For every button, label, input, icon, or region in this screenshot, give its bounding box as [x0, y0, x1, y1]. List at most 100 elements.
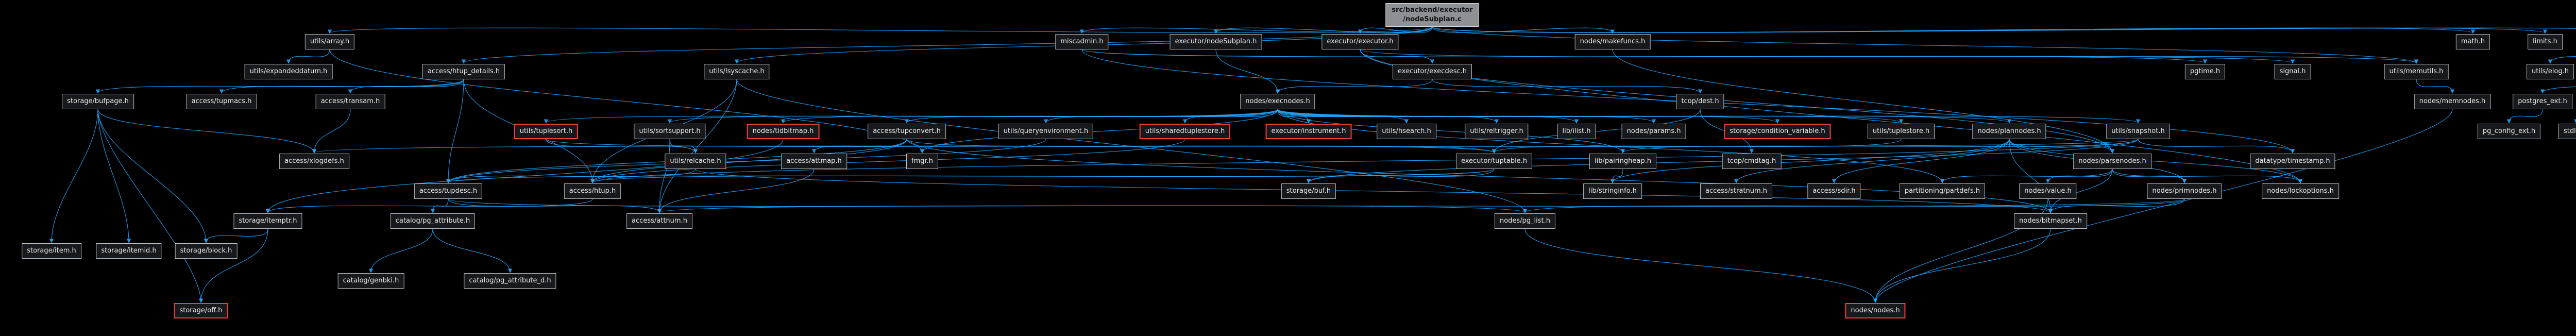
graph-edge-root-to-makefuncs	[1432, 26, 1615, 34]
graph-node-bufpage[interactable]: storage/bufpage.h	[62, 94, 134, 109]
graph-node-pg_list[interactable]: nodes/pg_list.h	[1494, 213, 1556, 229]
graph-node-block[interactable]: storage/block.h	[175, 243, 238, 259]
graph-node-elog[interactable]: utils/elog.h	[2527, 64, 2574, 79]
graph-node-array[interactable]: utils/array.h	[304, 34, 355, 49]
graph-edge-tupdesc-to-attnum	[448, 198, 662, 213]
graph-node-dest[interactable]: tcop/dest.h	[1676, 94, 1724, 109]
graph-edge-postgres-to-elog	[2548, 56, 2576, 64]
graph-node-limits[interactable]: limits.h	[2528, 34, 2563, 49]
graph-node-attmap[interactable]: access/attmap.h	[781, 154, 847, 169]
graph-edge-dest-to-tuptable	[1492, 109, 1701, 154]
graph-node-snapshot[interactable]: utils/snapshot.h	[2106, 124, 2170, 139]
graph-node-tuptable[interactable]: executor/tuptable.h	[1455, 154, 1533, 169]
graph-node-value[interactable]: nodes/value.h	[2019, 183, 2077, 199]
graph-node-bitmapset[interactable]: nodes/bitmapset.h	[2014, 213, 2087, 229]
graph-edge-bufpage-to-block	[97, 109, 209, 243]
graph-node-makefuncs[interactable]: nodes/makefuncs.h	[1574, 34, 1651, 49]
graph-node-expandeddatum[interactable]: utils/expandeddatum.h	[244, 64, 333, 79]
graph-node-htup_details[interactable]: access/htup_details.h	[422, 64, 505, 79]
graph-node-relcache[interactable]: utils/relcache.h	[665, 154, 726, 169]
graph-edge-queryenvironment-to-tupdesc	[446, 139, 1046, 183]
graph-node-parsenodes[interactable]: nodes/parsenodes.h	[2073, 154, 2151, 169]
graph-node-miscadmin[interactable]: miscadmin.h	[1055, 34, 1109, 49]
graph-node-tuplesort[interactable]: utils/tuplesort.h	[514, 124, 579, 139]
graph-node-primnodes[interactable]: nodes/primnodes.h	[2147, 183, 2222, 199]
graph-node-xlogdefs[interactable]: access/xlogdefs.h	[279, 154, 349, 169]
graph-node-genbki[interactable]: catalog/genbki.h	[337, 273, 404, 289]
graph-edge-plannodes-to-parsenodes	[2009, 139, 2115, 154]
graph-node-fmgr[interactable]: fmgr.h	[906, 154, 939, 169]
graph-node-memnodes[interactable]: nodes/memnodes.h	[2414, 94, 2491, 109]
graph-edge-sortsupport-to-relcache	[669, 139, 698, 154]
graph-node-lsyscache[interactable]: utils/lsyscache.h	[704, 64, 770, 79]
graph-node-postgres_ext[interactable]: postgres_ext.h	[2513, 94, 2572, 109]
graph-edge-itemptr-to-block	[204, 228, 268, 243]
graph-node-itemid[interactable]: storage/itemid.h	[96, 243, 162, 259]
graph-node-queryenvironment[interactable]: utils/queryenvironment.h	[998, 124, 1094, 139]
graph-node-hsearch[interactable]: utils/hsearch.h	[1377, 124, 1436, 139]
graph-node-plannodes[interactable]: nodes/plannodes.h	[1972, 124, 2046, 139]
graph-edge-execdesc-to-dest	[1432, 79, 1703, 94]
graph-node-executor_h[interactable]: executor/executor.h	[1321, 34, 1399, 49]
graph-node-attnum[interactable]: access/attnum.h	[626, 213, 692, 229]
graph-edge-relcache-to-bitmapset	[695, 169, 2053, 213]
graph-edge-execnodes-to-tuplesort	[544, 109, 1278, 124]
graph-node-pg_attribute[interactable]: catalog/pg_attribute.h	[390, 213, 476, 229]
graph-node-signal[interactable]: signal.h	[2274, 64, 2311, 79]
graph-node-memutils[interactable]: utils/memutils.h	[2384, 64, 2449, 79]
graph-node-lockoptions[interactable]: nodes/lockoptions.h	[2262, 183, 2339, 199]
graph-node-pairingheap[interactable]: lib/pairingheap.h	[1589, 154, 1656, 169]
graph-node-math[interactable]: math.h	[2455, 34, 2490, 49]
graph-node-tuplestore[interactable]: utils/tuplestore.h	[1867, 124, 1935, 139]
graph-node-nodesubplan_h[interactable]: executor/nodeSubplan.h	[1170, 34, 1262, 49]
graph-node-tupconvert[interactable]: access/tupconvert.h	[868, 124, 946, 139]
graph-node-transam[interactable]: access/transam.h	[315, 94, 385, 109]
graph-edge-transam-to-xlogdefs	[312, 109, 351, 154]
graph-node-reltrigger[interactable]: utils/reltrigger.h	[1465, 124, 1529, 139]
graph-node-buf[interactable]: storage/buf.h	[1281, 183, 1336, 199]
graph-node-sdir[interactable]: access/sdir.h	[1807, 183, 1861, 199]
graph-node-sortsupport[interactable]: utils/sortsupport.h	[634, 124, 706, 139]
graph-node-stratnum[interactable]: access/stratnum.h	[1700, 183, 1772, 199]
graph-edge-sharedtuplestore-to-htup	[590, 139, 1185, 183]
graph-edge-executor_h-to-execdesc	[1360, 49, 1435, 64]
graph-node-pgtime[interactable]: pgtime.h	[2184, 64, 2226, 79]
graph-edge-tuplesort-to-tuptable	[546, 139, 1496, 154]
graph-node-stdlib[interactable]: stdlib.h	[2558, 124, 2576, 139]
graph-edge-bufpage-to-itemid	[97, 109, 131, 243]
graph-node-params[interactable]: nodes/params.h	[1621, 124, 1686, 139]
graph-node-stringinfo[interactable]: lib/stringinfo.h	[1583, 183, 1642, 199]
graph-node-condition_variable[interactable]: storage/condition_variable.h	[1724, 124, 1831, 139]
graph-edge-itemptr-to-off	[198, 228, 268, 303]
graph-node-execdesc[interactable]: executor/execdesc.h	[1393, 64, 1472, 79]
graph-node-pg_attribute_d[interactable]: catalog/pg_attribute_d.h	[464, 273, 556, 289]
graph-node-ilist[interactable]: lib/ilist.h	[1557, 124, 1596, 139]
graph-node-htup[interactable]: access/htup.h	[564, 183, 621, 199]
graph-node-instrument[interactable]: executor/instrument.h	[1265, 124, 1352, 139]
graph-edge-htup-to-itemptr	[266, 198, 593, 213]
graph-node-partdefs[interactable]: partitioning/partdefs.h	[1899, 183, 1986, 199]
graph-edge-primnodes-to-bitmapset	[2048, 198, 2185, 213]
graph-edge-snapshot-to-htup	[590, 139, 2139, 183]
graph-edge-plannodes-to-stringinfo	[1610, 139, 2010, 183]
graph-node-nodes_h[interactable]: nodes/nodes.h	[1845, 303, 1906, 318]
graph-node-sharedtuplestore[interactable]: utils/sharedtuplestore.h	[1139, 124, 1231, 139]
graph-edge-parsenodes-to-lockoptions	[2112, 169, 2303, 183]
graph-edge-root-to-nodesubplan_h	[1213, 26, 1433, 34]
graph-node-item[interactable]: storage/item.h	[22, 243, 81, 259]
graph-edge-root-to-executor_h	[1358, 26, 1433, 34]
graph-node-timestamp[interactable]: datatype/timestamp.h	[2250, 154, 2335, 169]
graph-node-pg_config_ext[interactable]: pg_config_ext.h	[2477, 124, 2541, 139]
graph-node-itemptr[interactable]: storage/itemptr.h	[233, 213, 302, 229]
graph-node-tidbitmap[interactable]: nodes/tidbitmap.h	[747, 124, 820, 139]
graph-node-cmdtag[interactable]: tcop/cmdtag.h	[1722, 154, 1782, 169]
graph-edge-plannodes-to-lockoptions	[2009, 139, 2303, 183]
graph-node-tupmacs[interactable]: access/tupmacs.h	[186, 94, 257, 109]
graph-node-off[interactable]: storage/off.h	[174, 303, 228, 318]
graph-edge-makefuncs-to-parsenodes	[1612, 49, 2115, 154]
graph-node-tupdesc[interactable]: access/tupdesc.h	[414, 183, 483, 199]
graph-node-execnodes[interactable]: nodes/execnodes.h	[1240, 94, 1315, 109]
graph-edge-bufpage-to-item	[49, 109, 98, 243]
graph-node-root[interactable]: src/backend/executor /nodeSubplan.c	[1385, 3, 1479, 27]
